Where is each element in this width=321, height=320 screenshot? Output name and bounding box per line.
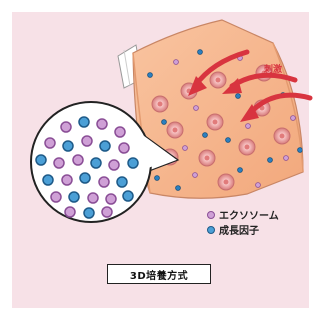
legend-growth-factor: 成長因子 xyxy=(207,222,279,237)
growth-factor-dot xyxy=(62,140,74,152)
growth-factor-dot xyxy=(90,157,102,169)
exosome-icon xyxy=(207,210,215,219)
growth-factor-dot xyxy=(161,119,167,125)
growth-factor-icon xyxy=(207,225,215,234)
growth-factor-dot xyxy=(99,140,111,152)
exosome-dot xyxy=(44,137,56,149)
cell-nucleus xyxy=(212,119,218,125)
exosome-dot xyxy=(283,155,289,161)
exosome-dot xyxy=(105,193,117,205)
growth-factor-dot xyxy=(197,49,203,55)
growth-factor-dot xyxy=(68,191,80,203)
exosome-dot xyxy=(245,123,251,129)
growth-factor-dot xyxy=(122,190,134,202)
exosome-dot xyxy=(50,191,62,203)
legend-exosome-label: エクソソーム xyxy=(219,211,279,222)
exosome-dot xyxy=(114,126,126,138)
cell-nucleus xyxy=(172,127,178,133)
cell-nucleus xyxy=(215,77,221,83)
exosome-dot xyxy=(108,159,120,171)
exosome-dot xyxy=(290,115,296,121)
growth-factor-dot xyxy=(83,207,95,219)
growth-factor-dot xyxy=(267,157,273,163)
growth-factor-dot xyxy=(297,147,303,153)
exosome-dot xyxy=(72,154,84,166)
exosome-dot xyxy=(193,105,199,111)
cell-group xyxy=(151,64,291,191)
exosome-dot xyxy=(81,135,93,147)
growth-factor-dot xyxy=(225,137,231,143)
exosome-dot xyxy=(98,176,110,188)
growth-factor-dot xyxy=(127,157,139,169)
legend-exosome: エクソソーム xyxy=(207,207,279,222)
exosome-dot xyxy=(53,157,65,169)
cell-nucleus xyxy=(279,133,285,139)
growth-factor-dot xyxy=(147,72,153,78)
growth-factor-dot xyxy=(79,172,91,184)
growth-factor-dot xyxy=(35,154,47,166)
growth-factor-dot xyxy=(175,185,181,191)
exosome-dot xyxy=(96,118,108,130)
growth-factor-dot xyxy=(235,93,241,99)
growth-factor-dot xyxy=(202,132,208,138)
exosome-dot xyxy=(173,59,179,65)
exosome-dot xyxy=(64,206,76,218)
cell-nucleus xyxy=(223,179,229,185)
exosome-dot xyxy=(87,192,99,204)
growth-factor-dot xyxy=(78,116,90,128)
legend: エクソソーム 成長因子 xyxy=(207,207,279,237)
stimulus-label: 刺激 xyxy=(263,63,282,75)
stimulus-arrow-icon xyxy=(188,49,313,122)
exosome-dot xyxy=(182,145,188,151)
growth-factor-dot xyxy=(116,176,128,188)
exosome-dot xyxy=(192,172,198,178)
legend-growth-factor-label: 成長因子 xyxy=(219,226,259,237)
method-label: 3D培養方式 xyxy=(129,270,189,282)
exosome-dot xyxy=(61,174,73,186)
exosome-dot xyxy=(255,182,261,188)
exosome-dot xyxy=(118,142,130,154)
cell-nucleus xyxy=(157,101,163,107)
cell-nucleus xyxy=(244,144,250,150)
method-label-box: 3D培養方式 xyxy=(107,264,211,284)
growth-factor-dot xyxy=(237,167,243,173)
growth-factor-dot xyxy=(154,175,160,181)
exosome-dot xyxy=(101,206,113,218)
cell-nucleus xyxy=(204,155,210,161)
growth-factor-dot xyxy=(42,174,54,186)
magnified-particles xyxy=(35,116,139,219)
exosome-dot xyxy=(60,121,72,133)
